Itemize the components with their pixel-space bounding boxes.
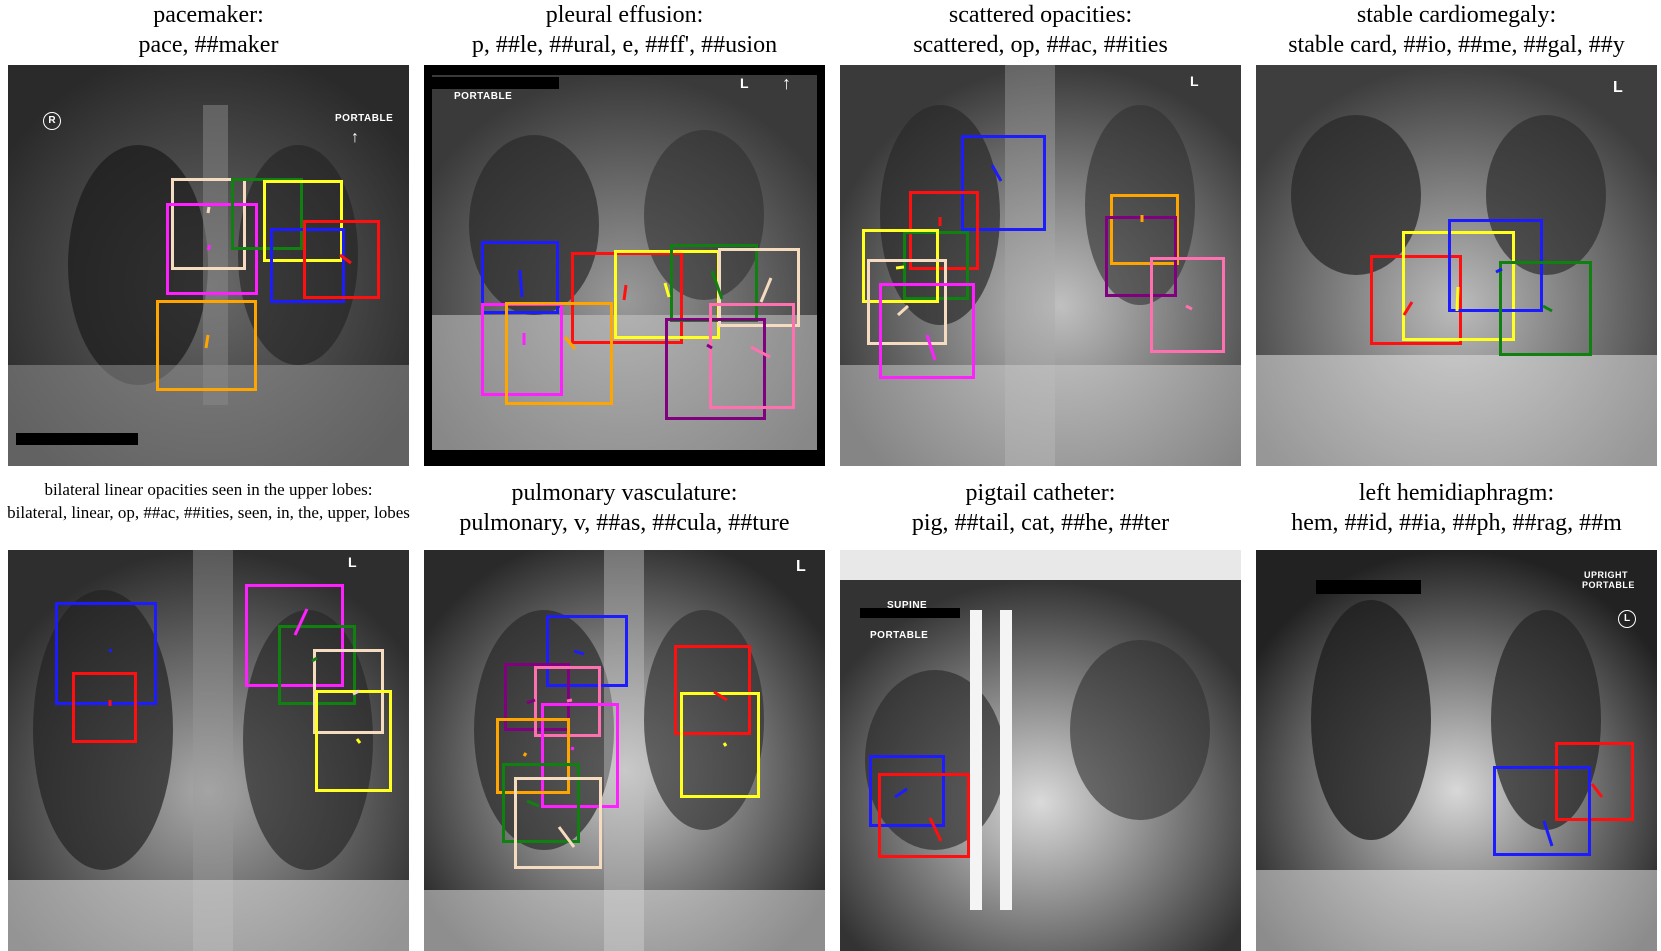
- caption-title: bilateral linear opacities seen in the u…: [44, 480, 373, 499]
- panel-scattered-opacities: scattered opacities: scattered, op, ##ac…: [840, 0, 1241, 471]
- attention-box-orange: [496, 718, 570, 794]
- xray-background: [424, 550, 825, 951]
- attention-box-red: [674, 645, 751, 735]
- attention-box-red: [72, 672, 137, 743]
- attention-box-orange: [156, 300, 257, 391]
- attention-box-purple: [665, 318, 766, 420]
- xray-background: [1256, 550, 1657, 951]
- panel-caption: pleural effusion: p, ##le, ##ural, e, ##…: [416, 0, 833, 60]
- attention-box-blue: [546, 615, 628, 687]
- panel-caption: stable cardiomegaly: stable card, ##io, …: [1248, 0, 1661, 60]
- caption-tokens: pig, ##tail, cat, ##he, ##ter: [911, 510, 1170, 536]
- panel-pulmonary-vasculature: pulmonary vasculature: pulmonary, v, ##a…: [424, 478, 825, 951]
- xray-background: [8, 550, 409, 951]
- xray-image: L: [8, 550, 409, 951]
- attention-box-pink: [709, 303, 795, 409]
- attention-box-magenta: [541, 703, 619, 808]
- caption-title: stable cardiomegaly:: [1356, 2, 1557, 28]
- caption-title: scattered opacities:: [948, 2, 1133, 28]
- xray-image: SUPINE PORTABLE: [840, 550, 1241, 951]
- attention-box-blue: [55, 602, 157, 705]
- redaction-bar: [424, 77, 559, 89]
- redaction-bar: [860, 608, 960, 618]
- xray-image: PORTABLE L ↑: [424, 65, 825, 466]
- caption-tokens: pace, ##maker: [138, 32, 279, 58]
- panel-caption: scattered opacities: scattered, op, ##ac…: [832, 0, 1249, 60]
- attention-box-purple: [504, 663, 570, 731]
- attention-box-red: [1370, 255, 1462, 345]
- side-marker-l: L: [1613, 79, 1623, 96]
- attention-box-green: [502, 763, 580, 843]
- attention-box-red: [878, 773, 970, 858]
- attention-box-beige: [867, 259, 947, 345]
- xray-image: L: [1256, 65, 1657, 466]
- attention-box-green: [231, 178, 303, 250]
- redaction-bar: [1316, 580, 1421, 594]
- side-marker-l: L: [348, 554, 357, 570]
- caption-tokens: pulmonary, v, ##as, ##cula, ##ture: [459, 510, 790, 536]
- xray-image: L: [424, 550, 825, 951]
- attention-box-magenta: [245, 584, 344, 687]
- side-marker-l: L: [1618, 610, 1636, 628]
- attention-box-green: [1499, 261, 1592, 356]
- caption-tokens: bilateral, linear, op, ##ac, ##ities, se…: [7, 503, 410, 522]
- xray-background: [424, 65, 825, 466]
- portable-label: PORTABLE: [454, 91, 513, 102]
- panel-caption: pulmonary vasculature: pulmonary, v, ##a…: [416, 478, 833, 538]
- caption-title: pulmonary vasculature:: [511, 480, 738, 506]
- attention-box-red: [571, 252, 683, 344]
- attention-box-blue: [869, 755, 945, 827]
- attention-box-yellow: [680, 692, 760, 798]
- portable-label: PORTABLE: [335, 113, 394, 124]
- xray-image: PORTABLE ↑ R: [8, 65, 409, 466]
- panel-bilateral-linear-opacities: bilateral linear opacities seen in the u…: [6, 478, 411, 951]
- redaction-bar: [16, 433, 138, 445]
- panel-caption: pacemaker: pace, ##maker: [0, 0, 417, 60]
- supine-label: SUPINE: [887, 600, 928, 611]
- caption-title: pleural effusion:: [545, 2, 704, 28]
- attention-box-yellow: [862, 229, 939, 303]
- upright-label: UPRIGHT: [1584, 570, 1628, 580]
- attention-box-yellow: [1402, 231, 1515, 341]
- panel-pacemaker: pacemaker: pace, ##maker PORTABLE ↑ R: [8, 0, 409, 471]
- attention-box-red: [1555, 742, 1634, 821]
- caption-title: pacemaker:: [153, 2, 264, 28]
- attention-box-pink: [1150, 257, 1225, 353]
- caption-title: left hemidiaphragm:: [1358, 480, 1555, 506]
- up-arrow-icon: ↑: [351, 129, 359, 146]
- attention-box-blue: [1448, 219, 1543, 312]
- caption-tokens: scattered, op, ##ac, ##ities: [913, 32, 1168, 58]
- caption-tokens: stable card, ##io, ##me, ##gal, ##y: [1288, 32, 1625, 58]
- attention-box-blue: [481, 241, 559, 314]
- side-marker-l: L: [796, 558, 806, 575]
- side-marker-r: R: [43, 112, 61, 130]
- side-marker-l: L: [1190, 73, 1199, 89]
- up-arrow-icon: ↑: [782, 73, 791, 93]
- panel-caption: left hemidiaphragm: hem, ##id, ##ia, ##p…: [1248, 478, 1661, 538]
- panel-pleural-effusion: pleural effusion: p, ##le, ##ural, e, ##…: [424, 0, 825, 471]
- attention-box-blue: [270, 228, 345, 303]
- panel-caption: bilateral linear opacities seen in the u…: [6, 478, 411, 524]
- attention-box-blue: [1493, 766, 1591, 856]
- panel-left-hemidiaphragm: left hemidiaphragm: hem, ##id, ##ia, ##p…: [1256, 478, 1657, 951]
- attention-box-magenta: [879, 283, 975, 379]
- attention-box-orange: [1110, 194, 1179, 265]
- attention-box-red: [303, 220, 380, 299]
- caption-tokens: hem, ##id, ##ia, ##ph, ##rag, ##m: [1291, 510, 1622, 536]
- attention-box-beige: [514, 777, 602, 869]
- panel-stable-cardiomegaly: stable cardiomegaly: stable card, ##io, …: [1256, 0, 1657, 471]
- attention-box-blue: [961, 135, 1046, 231]
- attention-box-beige: [171, 178, 246, 270]
- panel-pigtail-catheter: pigtail catheter: pig, ##tail, cat, ##he…: [840, 478, 1241, 951]
- panel-caption: pigtail catheter: pig, ##tail, cat, ##he…: [832, 478, 1249, 538]
- attention-box-orange: [505, 302, 613, 405]
- portable-label: PORTABLE: [870, 630, 929, 641]
- attention-box-yellow: [315, 690, 392, 792]
- caption-tokens: p, ##le, ##ural, e, ##ff', ##usion: [471, 32, 778, 58]
- caption-title: pigtail catheter:: [965, 480, 1116, 506]
- xray-image: UPRIGHT PORTABLE L: [1256, 550, 1657, 951]
- side-marker-l: L: [740, 75, 749, 91]
- portable-label: PORTABLE: [1582, 580, 1635, 590]
- xray-image: L: [840, 65, 1241, 466]
